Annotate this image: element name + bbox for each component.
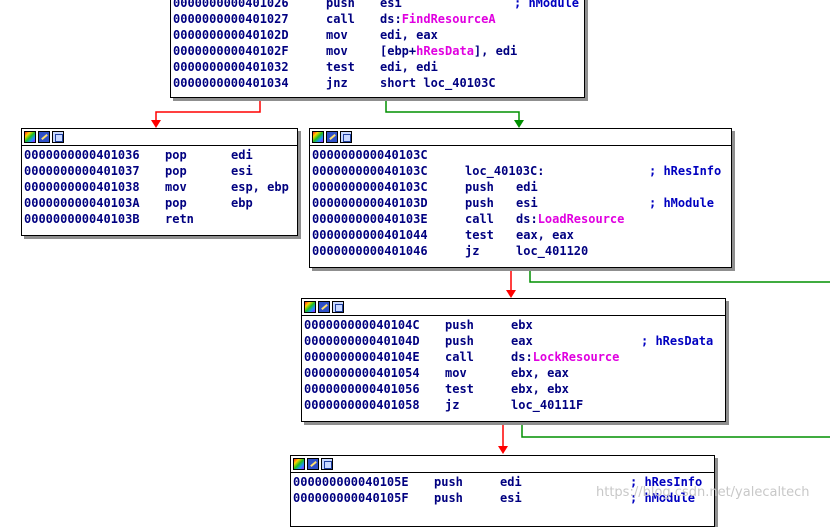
edge-arrow bbox=[151, 120, 161, 128]
asm-line[interactable]: 000000000040103C bbox=[312, 148, 428, 162]
color-palette-icon[interactable] bbox=[304, 301, 316, 313]
edge-false-n1-n2 bbox=[155, 97, 261, 122]
edge-arrow bbox=[506, 290, 516, 298]
variable-symbol[interactable]: hResData bbox=[416, 44, 474, 58]
color-palette-icon[interactable] bbox=[24, 131, 36, 143]
block-toolbar bbox=[302, 299, 725, 316]
graph-view-icon[interactable] bbox=[321, 458, 333, 470]
graph-view-icon[interactable] bbox=[332, 301, 344, 313]
graph-view-icon[interactable] bbox=[52, 131, 64, 143]
edge-arrow bbox=[514, 120, 524, 128]
code-label[interactable]: loc_40103C: bbox=[465, 164, 545, 178]
graph-view-icon[interactable] bbox=[340, 131, 352, 143]
edge-true-n3-out bbox=[529, 267, 830, 283]
block-toolbar bbox=[310, 129, 731, 146]
edit-pencil-icon[interactable] bbox=[38, 131, 50, 143]
color-palette-icon[interactable] bbox=[312, 131, 324, 143]
graph-edges bbox=[151, 97, 830, 454]
block-toolbar bbox=[22, 129, 297, 146]
block-toolbar bbox=[291, 456, 714, 473]
edit-pencil-icon[interactable] bbox=[326, 131, 338, 143]
edge-true-n1-n3 bbox=[385, 97, 520, 122]
edit-pencil-icon[interactable] bbox=[307, 458, 319, 470]
edit-pencil-icon[interactable] bbox=[318, 301, 330, 313]
edge-arrow bbox=[498, 446, 508, 454]
watermark-text: https://blog.csdn.net/yalecaltech bbox=[596, 485, 810, 500]
edge-true-n4-out bbox=[521, 421, 830, 438]
color-palette-icon[interactable] bbox=[293, 458, 305, 470]
api-symbol[interactable]: FindResourceA bbox=[401, 12, 496, 26]
api-symbol[interactable]: LockResource bbox=[532, 350, 620, 364]
api-symbol[interactable]: LoadResource bbox=[537, 212, 625, 226]
